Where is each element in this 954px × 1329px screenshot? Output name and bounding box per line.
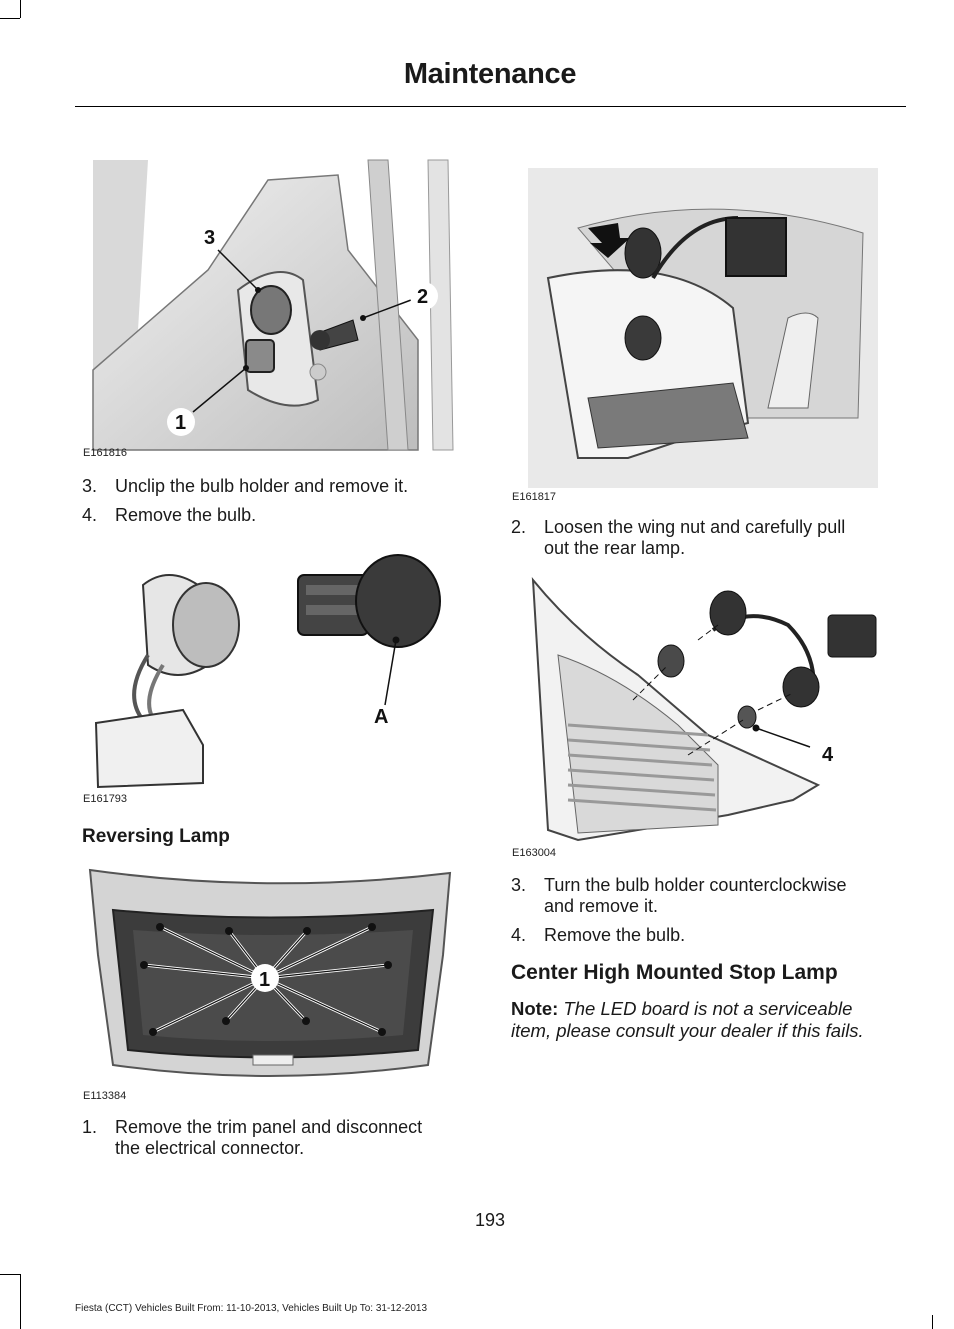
figure-id: E161816 [83,447,128,459]
callout-1: 1 [259,969,270,991]
callout-2: 2 [417,286,428,308]
step-text: Loosen the wing nut and carefully pull [544,517,846,537]
step-text: Remove the bulb. [115,505,257,525]
step-item: 3. Turn the bulb holder counterclockwise… [511,875,931,919]
step-item: 4. Remove the bulb. [82,505,482,527]
figure-id: E113384 [83,1090,127,1102]
figure-rear-lamp [518,158,884,492]
crop-mark [0,1274,20,1275]
page-title: Maintenance [403,58,577,90]
step-item: 4. Remove the bulb. [511,925,931,947]
step-text-continued: out the rear lamp. [544,538,686,558]
figure-bulb: A [88,545,458,795]
callout-3: 3 [204,227,215,249]
callout-a: A [374,706,388,728]
page-number: 193 [474,1210,506,1230]
step-text: Unclip the bulb holder and remove it. [115,476,409,496]
footer-text: Fiesta (CCT) Vehicles Built From: 11-10-… [75,1303,428,1314]
crop-mark [20,0,21,18]
step-text-continued: and remove it. [544,896,659,916]
section-heading-chmsl: Center High Mounted Stop Lamp [511,961,838,984]
step-number: 4. [511,925,527,945]
section-heading-reversing-lamp: Reversing Lamp [82,826,230,847]
figure-id: E163004 [512,847,557,859]
step-item: 1. Remove the trim panel and disconnect … [82,1117,482,1161]
figure-trim-panel: 1 [88,865,458,1087]
note-label: Note: [511,998,559,1019]
step-number: 1. [82,1117,98,1137]
note: Note: The LED board is not a serviceable… [511,998,931,1042]
note-text-continued: item, please consult your dealer if this… [511,1020,864,1041]
figure-lamp-cluster: 4 [518,575,884,853]
figure-tail-lamp-holder: 3 2 1 [88,150,458,462]
callout-4: 4 [822,744,834,766]
figure-id: E161817 [512,491,557,503]
header-rule [75,106,906,107]
step-text-continued: the electrical connector. [115,1138,305,1158]
step-item: 2. Loosen the wing nut and carefully pul… [511,517,931,561]
step-number: 3. [511,875,527,895]
step-number: 2. [511,517,527,537]
step-text: Remove the bulb. [544,925,686,945]
crop-mark [0,18,20,19]
step-item: 3. Unclip the bulb holder and remove it. [82,476,482,498]
note-text: The LED board is not a serviceable [563,998,853,1019]
crop-mark [932,1315,933,1329]
step-text: Remove the trim panel and disconnect [115,1117,423,1137]
crop-mark [20,1274,21,1329]
step-number: 4. [82,505,98,525]
step-number: 3. [82,476,98,496]
figure-id: E161793 [83,793,128,805]
step-text: Turn the bulb holder counterclockwise [544,875,847,895]
callout-1: 1 [175,412,186,434]
